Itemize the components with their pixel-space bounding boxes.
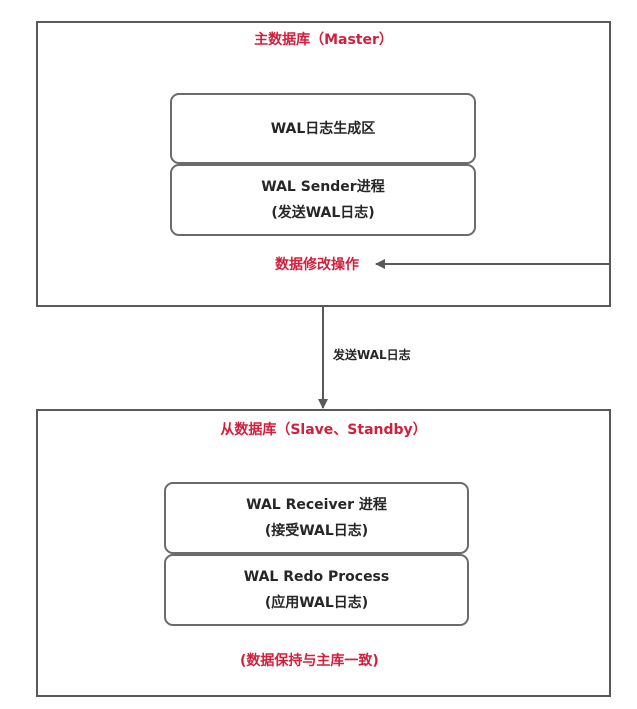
wal-generation-label: WAL日志生成区 (270, 120, 376, 137)
consistency-label: (数据保持与主库一致) (240, 653, 379, 669)
wal-sender-box: WAL Sender进程 (发送WAL日志) (170, 164, 476, 236)
slave-title: 从数据库（Slave、Standby） (220, 422, 427, 438)
wal-receiver-label: WAL Receiver 进程 (246, 497, 387, 513)
slave-database-box: 从数据库（Slave、Standby） (36, 409, 611, 697)
wal-redo-label: WAL Redo Process (243, 569, 390, 585)
wal-redo-box: WAL Redo Process (应用WAL日志) (164, 554, 469, 626)
wal-redo-sublabel: (应用WAL日志) (264, 595, 369, 611)
wal-receiver-box: WAL Receiver 进程 (接受WAL日志) (164, 482, 469, 554)
wal-receiver-sublabel: (接受WAL日志) (264, 523, 369, 539)
wal-sender-sublabel: (发送WAL日志) (271, 205, 375, 221)
arrow-label: 发送WAL日志 (333, 348, 411, 362)
master-title: 主数据库（Master） (254, 32, 393, 48)
wal-sender-label: WAL Sender进程 (261, 179, 385, 195)
data-change-label: 数据修改操作 (275, 257, 359, 273)
wal-generation-box: WAL日志生成区 (170, 93, 476, 164)
